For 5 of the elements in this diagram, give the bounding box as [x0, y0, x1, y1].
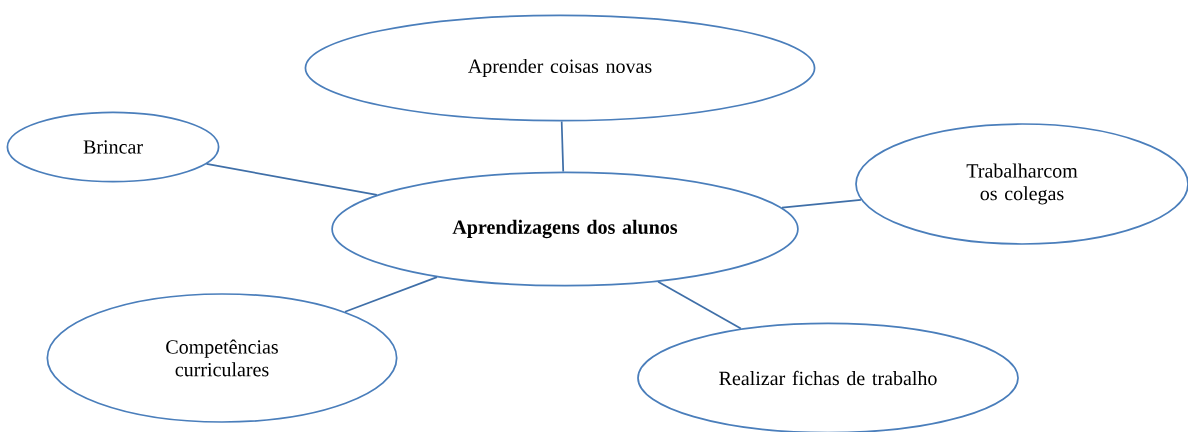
connector-line	[781, 199, 862, 209]
connector-line	[205, 163, 378, 196]
connector-line	[657, 280, 742, 330]
connector-line	[344, 276, 438, 313]
connector-line	[560, 120, 565, 173]
